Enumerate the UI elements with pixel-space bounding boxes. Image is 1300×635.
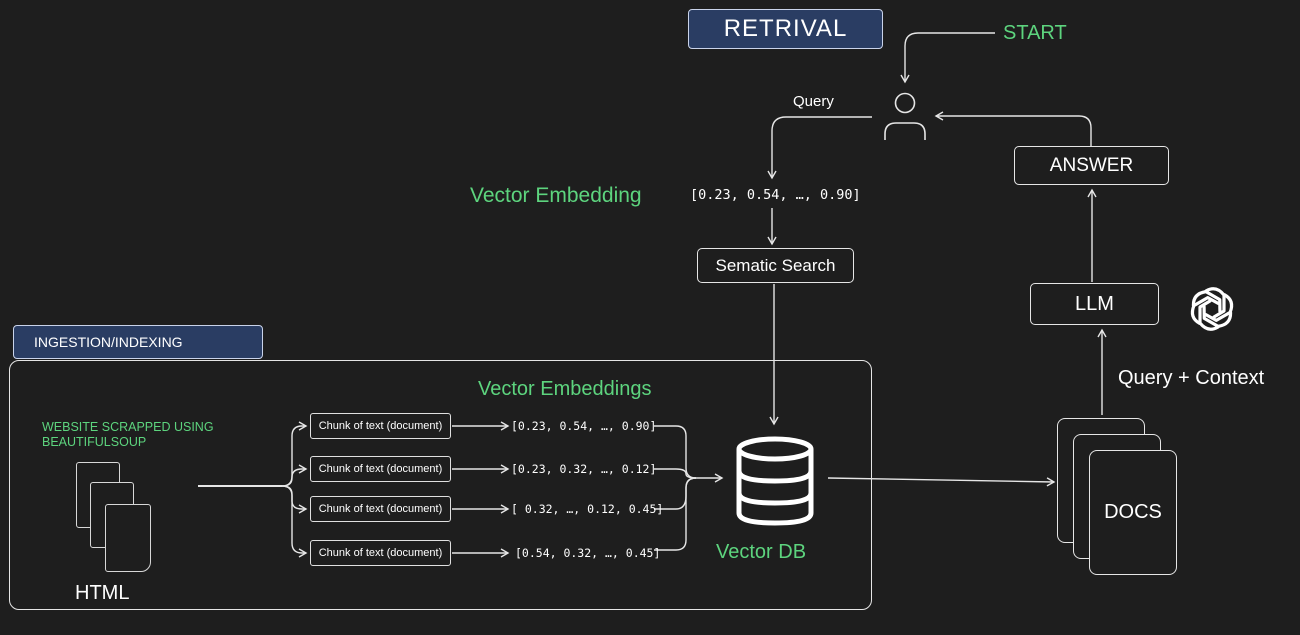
vector-db-label: Vector DB — [716, 541, 807, 563]
chunk-box: Chunk of text (document) — [310, 540, 451, 566]
chunk-vector: [ 0.32, …, 0.12, 0.45] — [511, 502, 664, 516]
docs-label: DOCS — [1089, 450, 1177, 575]
html-files-icon — [75, 462, 155, 572]
source-label: WEBSITE SCRAPPED USING BEAUTIFULSOUP — [42, 420, 214, 450]
ingestion-panel — [9, 360, 872, 610]
query-vector: [0.23, 0.54, …, 0.90] — [690, 187, 861, 203]
html-label: HTML — [75, 582, 130, 604]
database-icon — [733, 435, 817, 527]
file-sheet — [105, 504, 151, 572]
ingestion-header: INGESTION/INDEXING — [13, 325, 263, 359]
query-label: Query — [793, 93, 834, 110]
retrieval-header: RETRIVAL — [688, 9, 883, 49]
source-label-line1: WEBSITE SCRAPPED USING — [42, 420, 214, 434]
llm-box: LLM — [1030, 283, 1159, 325]
openai-logo-icon — [1186, 283, 1238, 335]
source-label-line2: BEAUTIFULSOUP — [42, 435, 147, 449]
user-icon — [882, 90, 928, 142]
semantic-search-box: Sematic Search — [697, 248, 854, 283]
vector-embeddings-label: Vector Embeddings — [478, 378, 652, 400]
chunk-vector: [0.23, 0.54, …, 0.90] — [511, 419, 657, 433]
start-label: START — [1003, 22, 1067, 44]
chunk-box: Chunk of text (document) — [310, 413, 451, 439]
query-context-label: Query + Context — [1118, 367, 1265, 389]
chunk-box: Chunk of text (document) — [310, 496, 451, 522]
chunk-vector: [0.54, 0.32, …, 0.45] — [515, 546, 661, 560]
document-stack-icon: DOCS — [1055, 415, 1180, 577]
chunk-box: Chunk of text (document) — [310, 456, 451, 482]
vector-embedding-label: Vector Embedding — [470, 184, 642, 207]
answer-box: ANSWER — [1014, 146, 1169, 185]
chunk-vector: [0.23, 0.32, …, 0.12] — [511, 462, 657, 476]
